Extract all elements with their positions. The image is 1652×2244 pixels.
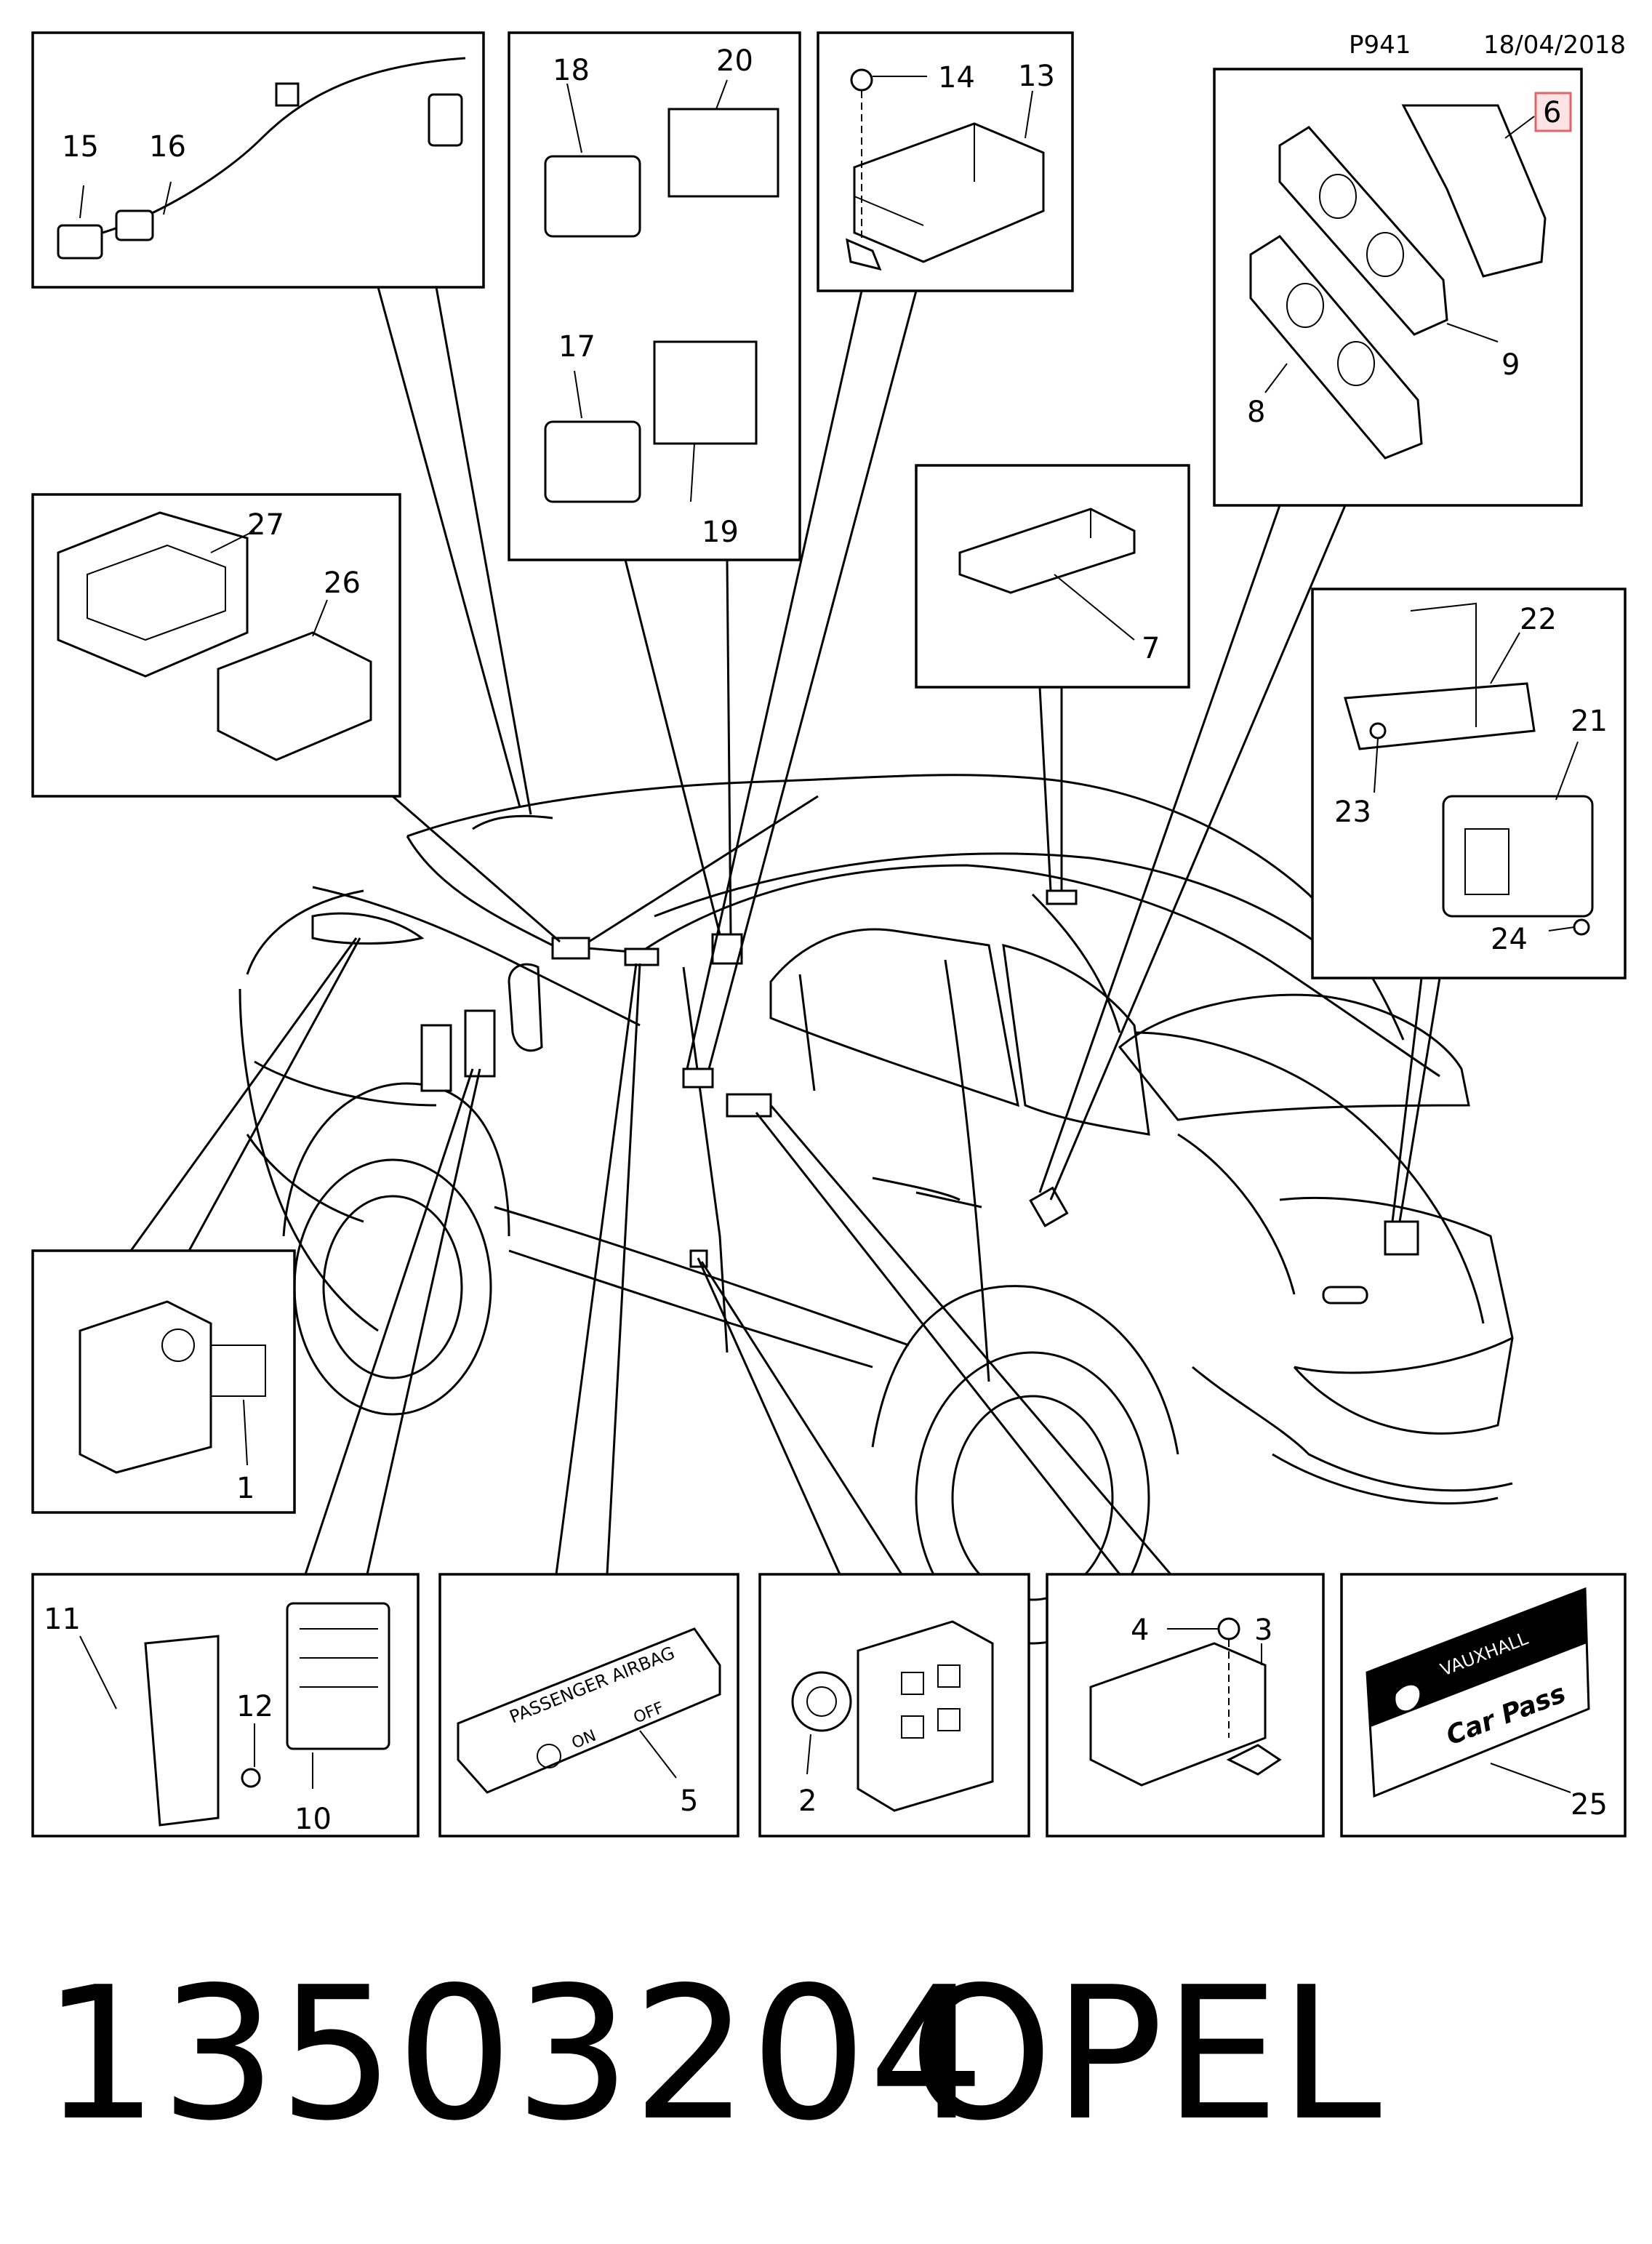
callout-22: 22 xyxy=(1520,603,1557,636)
page-code: P941 xyxy=(1349,31,1411,60)
frame-6-8-9: 6 9 8 xyxy=(1213,68,1583,507)
callout-20: 20 xyxy=(716,44,753,78)
callout-9: 9 xyxy=(1501,348,1520,382)
callout-27: 27 xyxy=(247,508,284,542)
frame-5: PASSENGER AIRBAG ON OFF 5 xyxy=(438,1573,739,1838)
callout-4: 4 xyxy=(1131,1614,1149,1647)
callout-5: 5 xyxy=(680,1784,698,1818)
callout-7: 7 xyxy=(1142,632,1160,665)
frame-25: VAUXHALL Car Pass 25 xyxy=(1340,1573,1627,1838)
callout-25: 25 xyxy=(1571,1788,1608,1822)
vehicle-outline xyxy=(238,774,1514,1645)
callout-12: 12 xyxy=(236,1690,273,1723)
callout-3: 3 xyxy=(1254,1614,1272,1647)
car-mounted-parts xyxy=(420,814,1419,1268)
callout-21: 21 xyxy=(1571,705,1608,738)
part-number: 13503204 xyxy=(42,1948,987,2161)
frame-13-14: 14 13 xyxy=(817,31,1074,292)
callout-2: 2 xyxy=(798,1784,817,1818)
frame-2: 2 xyxy=(758,1573,1030,1838)
callout-8: 8 xyxy=(1247,396,1265,429)
brand-name: OPEL xyxy=(909,1948,1382,2161)
frame-3-4: 4 3 xyxy=(1046,1573,1325,1838)
frame-17-20: 18 20 17 19 xyxy=(508,31,801,561)
frame-10-12: 11 12 10 xyxy=(31,1573,420,1838)
callout-16: 16 xyxy=(149,130,186,164)
callout-26: 26 xyxy=(324,566,361,600)
callout-13: 13 xyxy=(1018,60,1055,93)
callout-18: 18 xyxy=(553,54,590,87)
frame-7: 7 xyxy=(915,464,1190,689)
frame-26-27: 27 26 xyxy=(31,493,401,798)
highlight-box-6 xyxy=(1534,92,1572,132)
frame-21-24: 22 21 23 24 xyxy=(1311,588,1627,979)
callout-24: 24 xyxy=(1491,923,1528,956)
callout-17: 17 xyxy=(558,330,596,364)
callout-10: 10 xyxy=(294,1803,332,1836)
leader-lines xyxy=(129,286,1441,1575)
frame-15-16: 15 16 xyxy=(31,31,485,289)
callout-11: 11 xyxy=(44,1603,81,1636)
diagram-date: 18/04/2018 xyxy=(1483,31,1626,60)
callout-14: 14 xyxy=(938,61,975,95)
callout-15: 15 xyxy=(62,130,99,164)
callout-6: 6 xyxy=(1543,96,1561,129)
callout-23: 23 xyxy=(1334,796,1371,829)
callout-19: 19 xyxy=(702,516,739,549)
frame-1: 1 xyxy=(31,1249,296,1514)
callout-1: 1 xyxy=(236,1472,254,1505)
